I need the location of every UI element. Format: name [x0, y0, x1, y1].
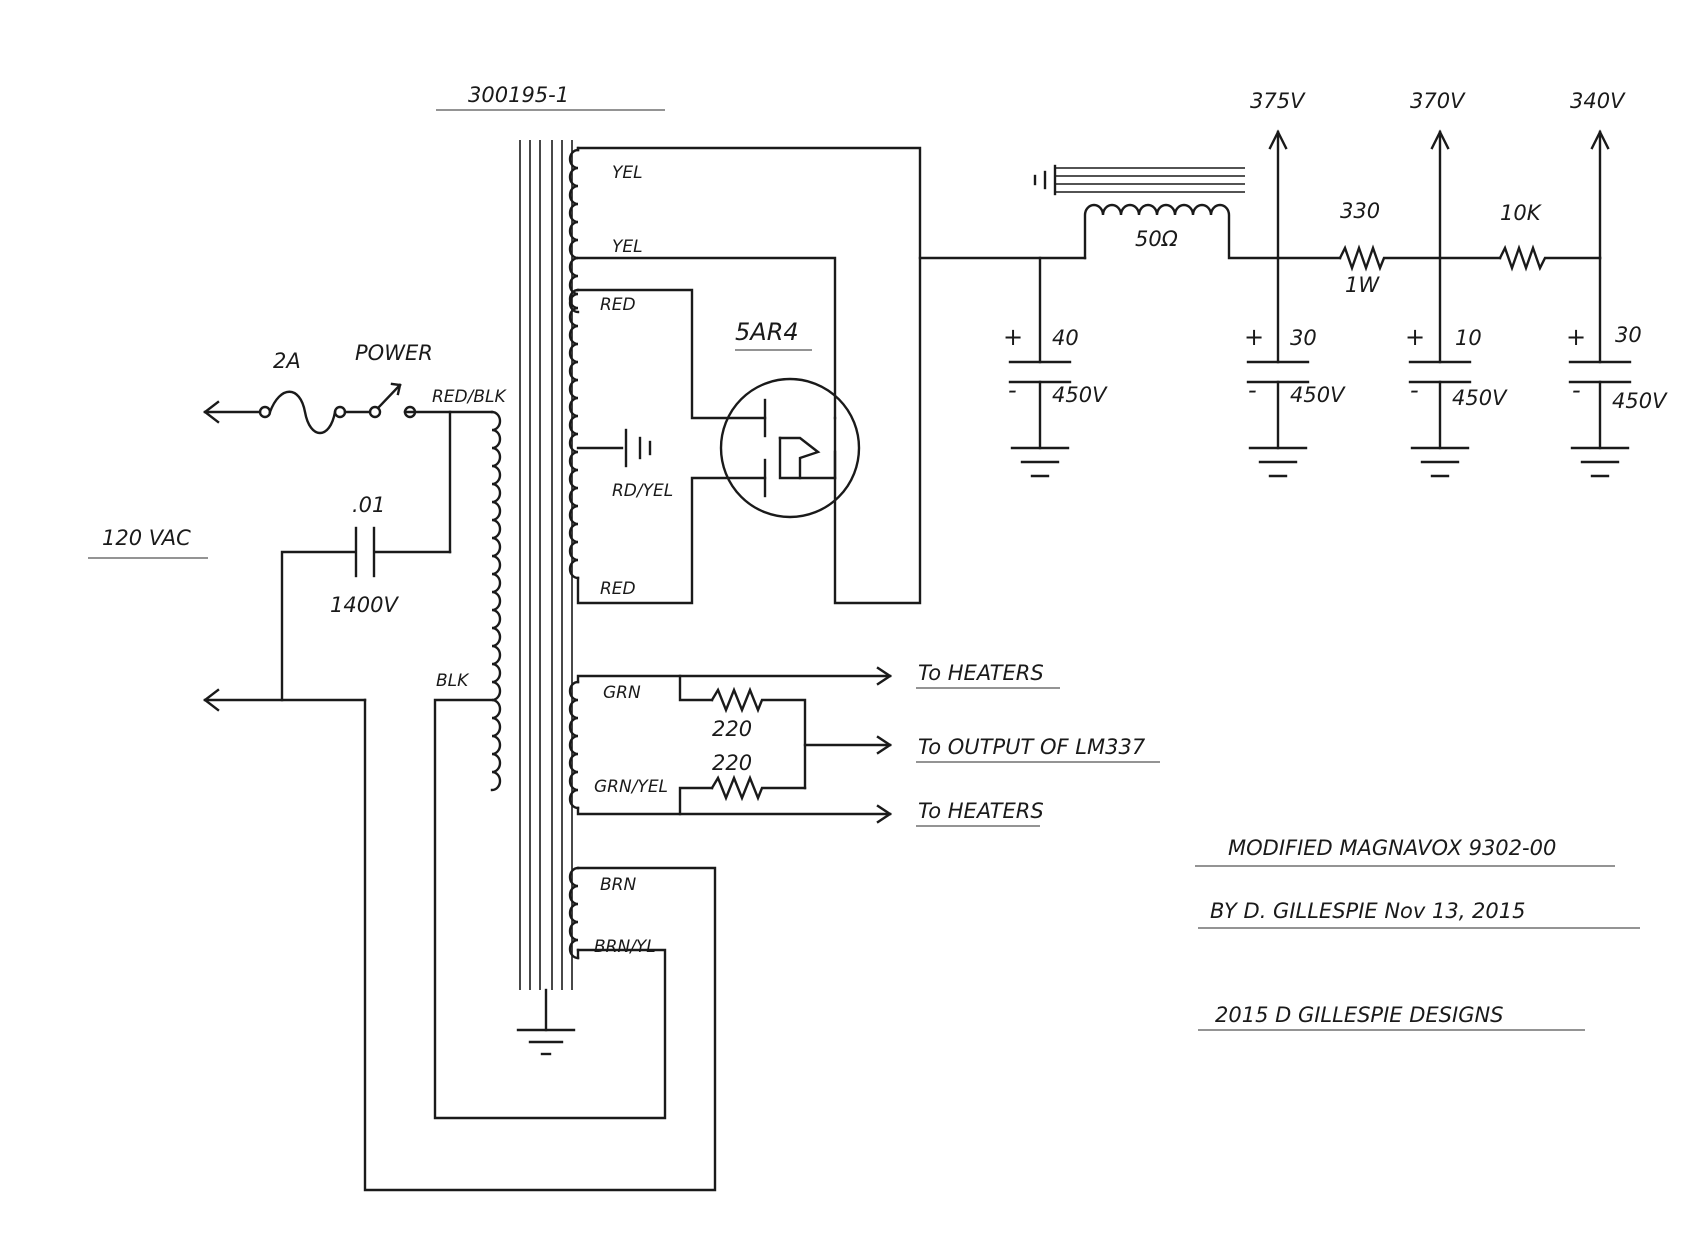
- cap3-plus: +: [1405, 323, 1425, 351]
- brn-yel-label: BRN/YL: [594, 937, 656, 957]
- fuse-symbol: [268, 390, 337, 434]
- rectifier-tube-label: 5AR4: [735, 318, 799, 346]
- yel-label-1: YEL: [612, 163, 643, 183]
- filter-capacitor-4: [1568, 256, 1632, 478]
- cap4-plus: +: [1566, 323, 1586, 351]
- red-hv-winding: [568, 288, 580, 580]
- primary-end-label: BLK: [436, 671, 470, 691]
- cap3-value: 10: [1455, 326, 1482, 350]
- primary-coil: [490, 410, 502, 792]
- fuse-label: 2A: [273, 349, 301, 373]
- voltage-label-375: 375V: [1250, 89, 1306, 113]
- primary-tap-label: RED/BLK: [432, 387, 508, 407]
- filter-capacitor-3: [1408, 256, 1472, 478]
- grn-yel-label: GRN/YEL: [594, 777, 668, 797]
- voltage-tap-340: [1590, 129, 1610, 260]
- resistor-10k: [1498, 244, 1602, 272]
- voltage-label-370: 370V: [1410, 89, 1466, 113]
- filter-capacitor-2: [1246, 256, 1310, 478]
- red-label-2: RED: [600, 579, 636, 599]
- voltage-tap-370: [1430, 129, 1450, 260]
- output-lm337: To OUTPUT OF LM337: [918, 735, 1146, 759]
- brn-winding: [568, 866, 580, 960]
- choke-core: [1033, 164, 1245, 196]
- red-yel-label: RD/YEL: [612, 481, 673, 501]
- resistor-330-value: 330: [1340, 199, 1380, 223]
- bypass-cap-value: .01: [352, 493, 385, 517]
- red-label-1: RED: [600, 295, 636, 315]
- heater-resistor-2-value: 220: [712, 751, 752, 775]
- output-heaters-top: To HEATERS: [918, 661, 1044, 685]
- brn-label: BRN: [600, 875, 636, 895]
- cap4-voltage: 450V: [1612, 389, 1668, 413]
- cap2-value: 30: [1290, 326, 1317, 350]
- rectifier-tube: [719, 377, 861, 519]
- cap2-minus: -: [1248, 376, 1257, 404]
- voltage-label-340: 340V: [1570, 89, 1626, 113]
- output-heaters-bottom: To HEATERS: [918, 799, 1044, 823]
- cap3-voltage: 450V: [1452, 386, 1508, 410]
- power-switch: [376, 383, 402, 410]
- mains-input: 2A POWER 120 VAC .01 1400V: [88, 341, 717, 1192]
- title-line-3: 2015 D GILLESPIE DESIGNS: [1215, 1003, 1504, 1027]
- mains-label: 120 VAC: [102, 526, 191, 550]
- heater-resistor-2: [710, 774, 807, 802]
- cap4-value: 30: [1615, 323, 1642, 347]
- grn-label: GRN: [603, 683, 641, 703]
- cap4-minus: -: [1572, 376, 1581, 404]
- cap1-plus: +: [1003, 323, 1023, 351]
- resistor-10k-value: 10K: [1500, 201, 1543, 225]
- yel-winding: [568, 148, 580, 314]
- choke-label: 50Ω: [1135, 227, 1178, 251]
- cap1-value: 40: [1052, 326, 1079, 350]
- transformer-part-number: 300195-1: [468, 83, 569, 107]
- title-block: MODIFIED MAGNAVOX 9302-00 BY D. GILLESPI…: [1195, 836, 1640, 1031]
- grn-winding: [568, 680, 580, 810]
- resistor-330-power: 1W: [1345, 273, 1380, 297]
- title-line-2: BY D. GILLESPIE Nov 13, 2015: [1210, 899, 1526, 923]
- cap1-minus: -: [1008, 376, 1017, 404]
- cap3-minus: -: [1410, 376, 1419, 404]
- resistor-330: [1338, 244, 1502, 272]
- cap2-plus: +: [1244, 323, 1264, 351]
- yel-label-2: YEL: [612, 237, 643, 257]
- heater-resistor-1-value: 220: [712, 717, 752, 741]
- bypass-cap-voltage: 1400V: [330, 593, 399, 617]
- heater-resistor-1: [710, 686, 807, 790]
- transformer-core: [516, 140, 576, 1056]
- filter-capacitor-1: [1008, 256, 1072, 478]
- title-line-1: MODIFIED MAGNAVOX 9302-00: [1228, 836, 1556, 860]
- voltage-tap-375: [1268, 129, 1288, 260]
- power-switch-label: POWER: [355, 341, 433, 365]
- cap1-voltage: 450V: [1052, 383, 1108, 407]
- cap2-voltage: 450V: [1290, 383, 1346, 407]
- choke-coil: [1083, 203, 1342, 260]
